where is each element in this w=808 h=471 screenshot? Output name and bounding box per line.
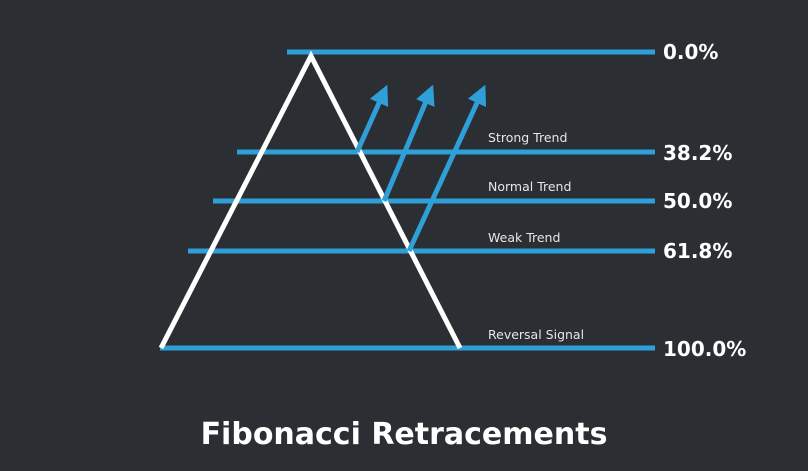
level-label-0: 0.0%	[663, 40, 718, 64]
level-label-50: 50.0%	[663, 189, 732, 213]
zone-label-strong: Strong Trend	[488, 130, 567, 145]
arrow-up-right-icon	[406, 84, 487, 253]
zone-label-normal: Normal Trend	[488, 179, 571, 194]
level-label-38-2: 38.2%	[663, 141, 732, 165]
level-label-100: 100.0%	[663, 337, 746, 361]
zone-label-weak: Weak Trend	[488, 230, 560, 245]
arrow-up-right-icon	[381, 84, 435, 202]
zone-labels: Strong Trend Normal Trend Weak Trend Rev…	[488, 130, 584, 342]
diagram-title: Fibonacci Retracements	[201, 417, 608, 452]
zone-label-reversal: Reversal Signal	[488, 327, 584, 342]
trend-arrows	[354, 84, 487, 253]
level-labels: 0.0% 38.2% 50.0% 61.8% 100.0%	[663, 40, 746, 361]
level-label-61-8: 61.8%	[663, 239, 732, 263]
arrow-up-right-icon	[354, 84, 389, 154]
